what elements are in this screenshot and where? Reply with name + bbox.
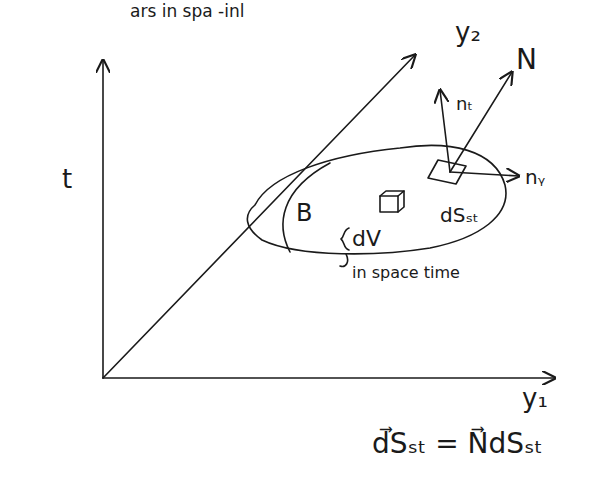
- equation: d⃗Sₛₜ = N⃗dSₛₜ: [372, 428, 543, 460]
- region-outline: [247, 145, 506, 253]
- surface-label: dSₛₜ: [440, 204, 479, 227]
- volume-label: dV: [352, 226, 381, 251]
- hook: [340, 254, 348, 266]
- time-normal-vector: [440, 90, 450, 172]
- axis-label: y₂: [455, 18, 481, 48]
- vector-label: nᵧ: [525, 166, 545, 189]
- heading-fragment: ars in spa -inl: [130, 2, 244, 22]
- space-normal-vector: [450, 172, 519, 176]
- vector-label: nₜ: [456, 94, 473, 115]
- region-boundary: [283, 163, 330, 252]
- volume-cube: [380, 191, 404, 212]
- axis-label: t: [62, 165, 72, 195]
- brace: [341, 228, 349, 250]
- note: in space time: [352, 264, 460, 282]
- t-axis: [102, 60, 104, 378]
- y1-axis: [103, 377, 555, 379]
- normal-vector: [450, 72, 512, 172]
- region-label: B: [296, 200, 312, 228]
- vector-label: N: [516, 44, 537, 76]
- axis-label: y₁: [522, 384, 548, 414]
- y2-axis: [103, 55, 415, 378]
